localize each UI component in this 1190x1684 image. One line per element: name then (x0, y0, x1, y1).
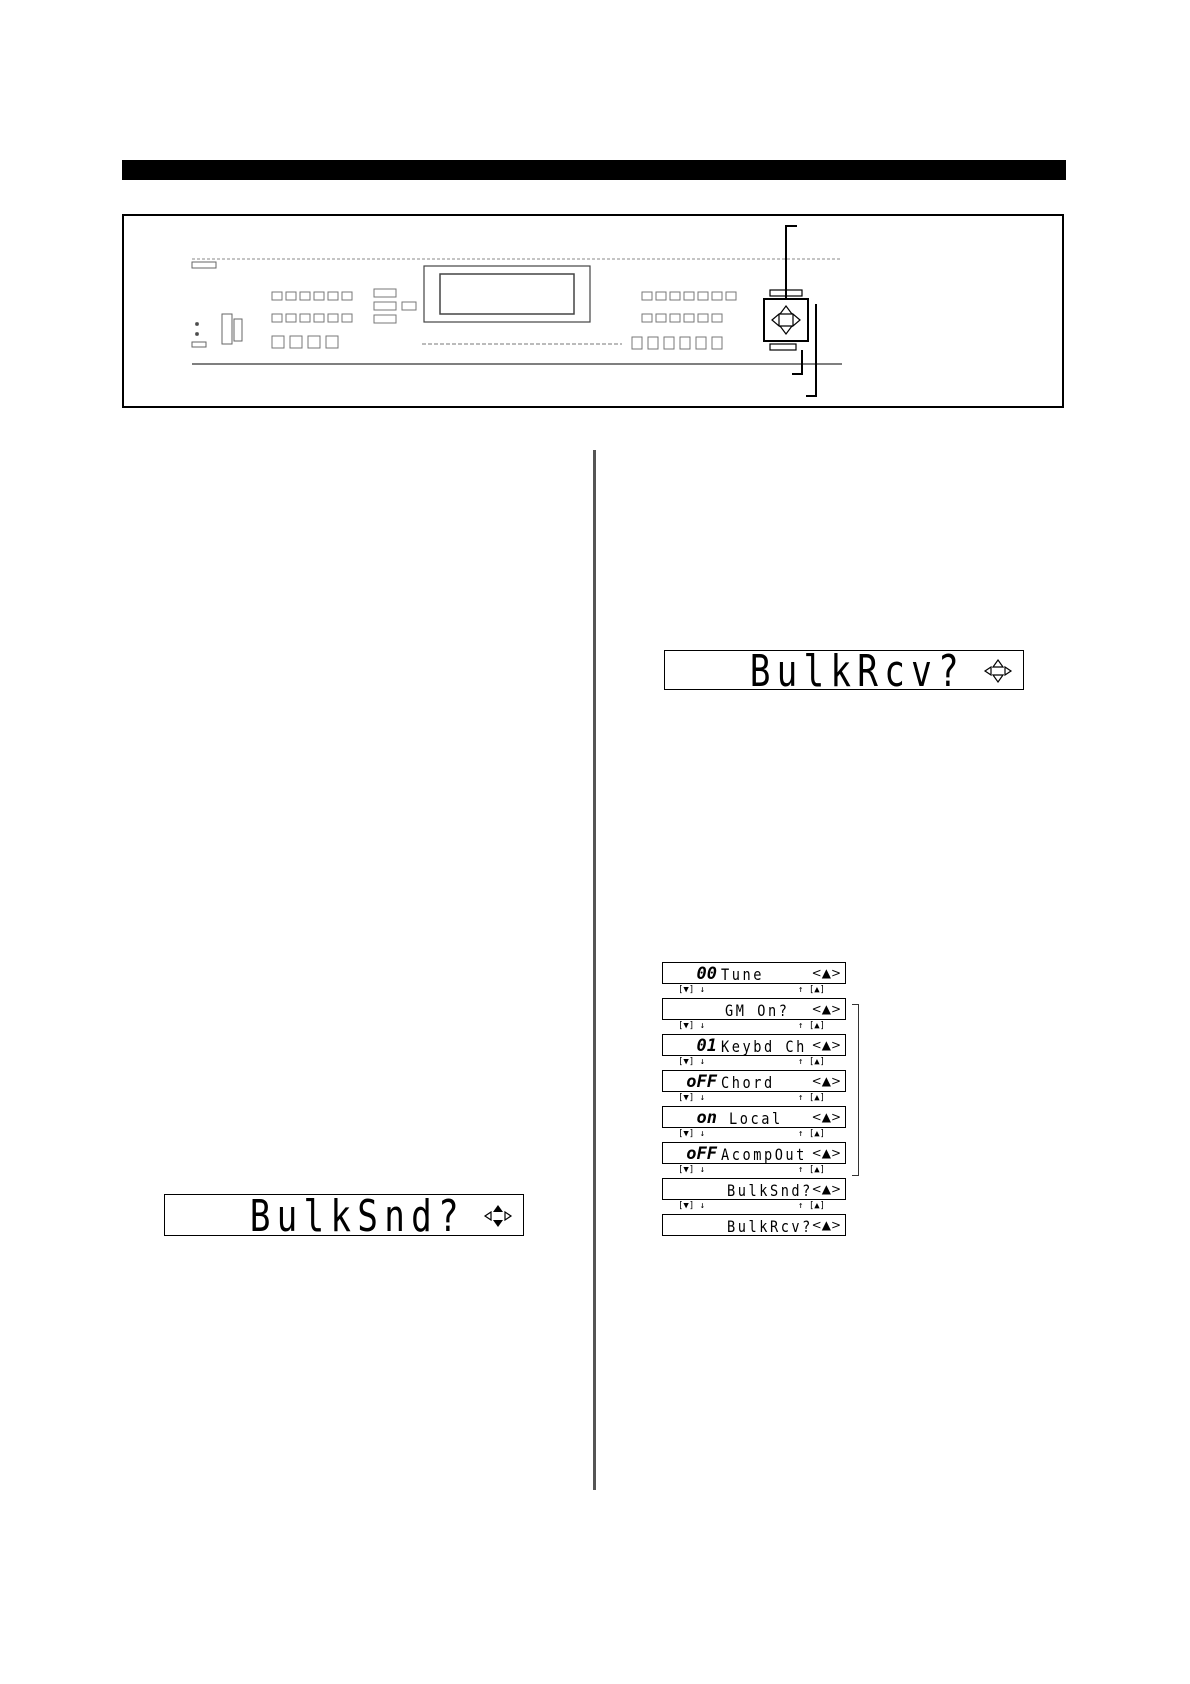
row-label: BulkRcv? (727, 1217, 813, 1236)
group-bracket (852, 1004, 859, 1176)
row-value: oFF (686, 1144, 717, 1164)
down-key-arrow: [▼] ↓ (678, 1165, 706, 1175)
down-key-arrow: [▼] ↓ (678, 1093, 706, 1103)
up-key-arrow: ↑ [▲] (798, 985, 826, 995)
row-label: AcompOut (721, 1145, 807, 1164)
lcd-bulk-send-text: BulkSnd? (249, 1191, 465, 1242)
panel-illustration-frame (122, 214, 1064, 408)
cursor-nav-icon (483, 1205, 513, 1227)
menu-row: BulkRcv? <▲> (662, 1214, 846, 1236)
row-label: Local (729, 1109, 783, 1128)
menu-row: oFF AcompOut <▲> (662, 1142, 846, 1164)
down-key-arrow: [▼] ↓ (678, 1021, 706, 1031)
cursor-nav-icon: <▲> (811, 1038, 841, 1052)
row-label: Tune (721, 965, 764, 984)
cursor-nav-icon: <▲> (811, 1074, 841, 1088)
up-key-arrow: ↑ [▲] (798, 1201, 826, 1211)
down-key-arrow: [▼] ↓ (678, 1129, 706, 1139)
row-label: BulkSnd? (727, 1181, 813, 1200)
cursor-nav-icon: <▲> (811, 966, 841, 980)
row-value: on (696, 1108, 717, 1128)
down-key-arrow: [▼] ↓ (678, 1057, 706, 1067)
keyboard-panel-illustration (191, 225, 842, 397)
up-key-arrow: ↑ [▲] (798, 1165, 826, 1175)
row-value: 01 (696, 1036, 717, 1056)
menu-row: on Local <▲> (662, 1106, 846, 1128)
up-key-arrow: ↑ [▲] (798, 1021, 826, 1031)
up-key-arrow: ↑ [▲] (798, 1057, 826, 1067)
lcd-bulk-receive: BulkRcv? (664, 646, 1024, 697)
cursor-nav-icon (983, 658, 1013, 684)
column-divider (593, 450, 596, 1490)
menu-row: oFF Chord <▲> (662, 1070, 846, 1092)
row-label: GM On? (725, 1001, 790, 1020)
up-key-arrow: ↑ [▲] (798, 1093, 826, 1103)
function-menu-flow: 00 Tune <▲> [▼] ↓ ↑ [▲] GM On? <▲> [▼] ↓… (662, 962, 862, 1252)
lcd-bulk-receive-text: BulkRcv? (749, 646, 965, 697)
down-key-arrow: [▼] ↓ (678, 985, 706, 995)
up-key-arrow: ↑ [▲] (798, 1129, 826, 1139)
cursor-nav-icon: <▲> (811, 1146, 841, 1160)
menu-row: GM On? <▲> (662, 998, 846, 1020)
menu-row: BulkSnd? <▲> (662, 1178, 846, 1200)
cursor-nav-icon: <▲> (811, 1182, 841, 1196)
menu-row: 01 Keybd Ch <▲> (662, 1034, 846, 1056)
row-value: oFF (686, 1072, 717, 1092)
cursor-nav-icon: <▲> (811, 1110, 841, 1124)
down-key-arrow: [▼] ↓ (678, 1201, 706, 1211)
lcd-bulk-send: BulkSnd? (164, 1191, 524, 1242)
row-label: Keybd Ch (721, 1037, 807, 1056)
header-bar (122, 160, 1066, 180)
row-value: 00 (696, 964, 717, 984)
menu-row: 00 Tune <▲> (662, 962, 846, 984)
row-label: Chord (721, 1073, 775, 1092)
cursor-nav-icon: <▲> (811, 1218, 841, 1232)
cursor-nav-icon: <▲> (811, 1002, 841, 1016)
